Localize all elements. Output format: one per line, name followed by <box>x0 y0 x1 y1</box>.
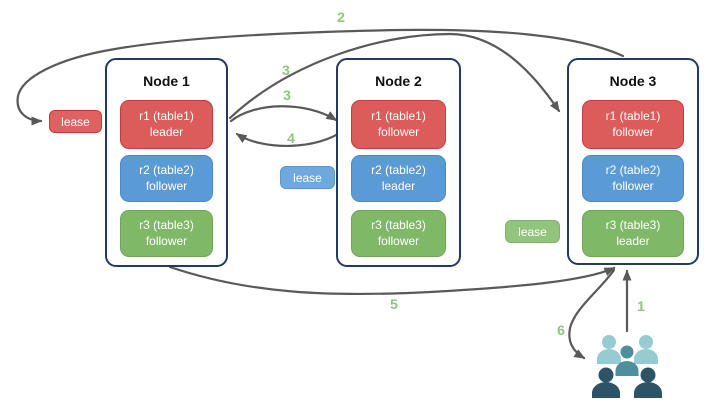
replica-role: leader <box>381 178 416 193</box>
replica-role: follower <box>145 178 188 193</box>
replica-name: r2 (table2) <box>371 162 426 177</box>
replica-role: follower <box>377 233 420 248</box>
node-1-replica-r1: r1 (table1) leader <box>120 100 213 149</box>
step-label-3a: 3 <box>282 62 290 78</box>
node-1: Node 1 r1 (table1) leader r2 (table2) fo… <box>105 58 228 267</box>
replica-name: r1 (table1) <box>371 108 426 123</box>
node-3: Node 3 r1 (table1) follower r2 (table2) … <box>567 58 699 265</box>
replica-role: follower <box>145 233 188 248</box>
replica-role: follower <box>612 124 654 139</box>
replica-name: r3 (table3) <box>371 217 426 232</box>
node-2-title: Node 2 <box>375 73 422 89</box>
node-2-replica-r3: r3 (table3) follower <box>351 210 446 257</box>
arrow-step4 <box>235 128 346 148</box>
step-label-5: 5 <box>390 296 398 312</box>
step-label-3b: 3 <box>283 87 291 103</box>
replica-name: r2 (table2) <box>139 162 194 177</box>
replica-name: r2 (table2) <box>605 162 661 177</box>
replica-name: r3 (table3) <box>605 217 661 232</box>
node-1-replica-r2: r2 (table2) follower <box>120 155 213 202</box>
node-3-title: Node 3 <box>609 73 657 89</box>
lease-badge-r1: lease <box>49 110 102 133</box>
node-3-replica-r1: r1 (table1) follower <box>582 100 684 149</box>
arrow-step3-to-node3 <box>228 32 561 120</box>
replica-role: follower <box>612 178 654 193</box>
node-2-replica-r2: r2 (table2) leader <box>351 155 446 202</box>
replica-role: leader <box>616 233 650 248</box>
lease-badge-r2: lease <box>280 166 335 189</box>
node-1-replica-r3: r3 (table3) follower <box>120 210 213 257</box>
node-1-title: Node 1 <box>143 73 190 89</box>
arrow-step2 <box>16 28 625 126</box>
step-label-2: 2 <box>337 9 345 25</box>
replica-name: r3 (table3) <box>139 217 194 232</box>
node-3-replica-r3: r3 (table3) leader <box>582 210 684 257</box>
step-label-4: 4 <box>287 130 295 146</box>
replica-role: follower <box>377 124 420 139</box>
step-label-6: 6 <box>557 322 565 338</box>
arrow-step6 <box>568 268 616 360</box>
replica-name: r1 (table1) <box>139 108 194 123</box>
node-2: Node 2 r1 (table1) follower r2 (table2) … <box>336 58 461 267</box>
replica-name: r1 (table1) <box>605 108 661 123</box>
arrow-step5 <box>168 265 616 296</box>
node-3-replica-r2: r2 (table2) follower <box>582 155 684 202</box>
arrow-step3-to-node2 <box>229 105 338 123</box>
node-2-replica-r1: r1 (table1) follower <box>351 100 446 149</box>
step-label-1: 1 <box>637 298 645 314</box>
lease-badge-r3: lease <box>505 220 560 243</box>
replica-role: leader <box>149 124 184 139</box>
users-icon <box>592 335 662 398</box>
